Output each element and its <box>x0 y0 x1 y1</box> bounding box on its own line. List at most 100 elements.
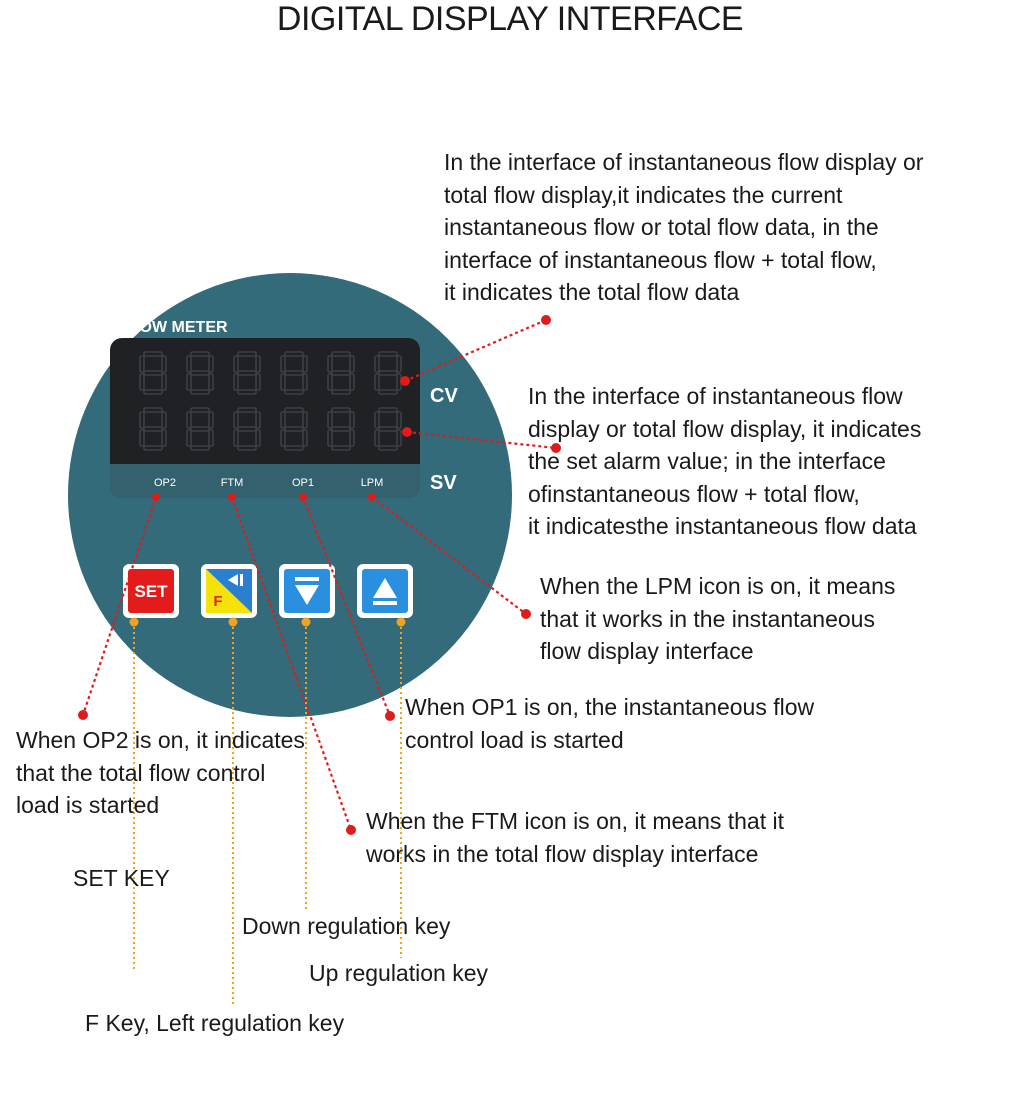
cv-leader-dot <box>400 376 410 386</box>
set-button[interactable]: SET <box>123 564 179 618</box>
down-bar-icon <box>295 577 319 581</box>
segment-g <box>143 370 163 376</box>
orange-leader-dots <box>129 617 406 627</box>
segment-c <box>208 373 214 391</box>
segment-c <box>349 429 355 447</box>
segment-a <box>190 351 210 357</box>
segment-b <box>396 355 402 373</box>
down-arrow-icon <box>295 585 319 605</box>
segment-g <box>237 426 257 432</box>
segment-f <box>327 411 333 429</box>
op2-leader-line <box>81 496 158 716</box>
indicator-op1: OP1 <box>292 477 314 489</box>
cv-digit-row <box>139 351 402 395</box>
segment-d <box>190 389 210 395</box>
up-button[interactable] <box>357 564 413 618</box>
segment-e <box>374 373 380 391</box>
up-key-dot <box>396 617 406 627</box>
red-leader-lines <box>81 318 557 831</box>
segment-e <box>186 429 192 447</box>
segment-a <box>190 407 210 413</box>
segment-e <box>233 373 239 391</box>
segment-a <box>237 407 257 413</box>
segment-f <box>374 355 380 373</box>
segment-c <box>302 429 308 447</box>
segment-b <box>255 411 261 429</box>
segment-c <box>302 373 308 391</box>
segment-f <box>327 355 333 373</box>
segment-e <box>139 429 145 447</box>
down-key-dot <box>301 617 311 627</box>
sv-row-label: SV <box>430 472 457 494</box>
segment-d <box>331 445 351 451</box>
segment-f <box>233 411 239 429</box>
segment-e <box>327 373 333 391</box>
indicator-op2: OP2 <box>154 477 176 489</box>
segment-d <box>143 445 163 451</box>
cv-digit-5 <box>327 351 355 395</box>
sv-digit-3 <box>233 407 261 451</box>
segment-a <box>331 407 351 413</box>
segment-a <box>378 407 398 413</box>
segment-c <box>255 429 261 447</box>
segment-c <box>161 373 167 391</box>
lpm-leader-dot <box>368 493 376 501</box>
segment-b <box>302 355 308 373</box>
segment-f <box>139 411 145 429</box>
cv-digit-3 <box>233 351 261 395</box>
segment-e <box>186 373 192 391</box>
segment-c <box>349 373 355 391</box>
segment-e <box>280 373 286 391</box>
segment-b <box>302 411 308 429</box>
sv-digit-4 <box>280 407 308 451</box>
segment-g <box>190 426 210 432</box>
cv-digit-1 <box>139 351 167 395</box>
cv-digit-4 <box>280 351 308 395</box>
op1-annotation: When OP1 is on, the instantaneous flow c… <box>405 694 815 753</box>
f-key-label: F <box>213 593 222 610</box>
f-left-button[interactable]: F <box>201 564 257 618</box>
segment-c <box>255 373 261 391</box>
segment-e <box>280 429 286 447</box>
page-title: DIGITAL DISPLAY INTERFACE <box>276 0 744 38</box>
cv-note-dot <box>541 315 551 325</box>
segment-d <box>378 445 398 451</box>
red-leader-dots <box>78 315 561 835</box>
segment-d <box>190 445 210 451</box>
lpm-leader-line <box>371 496 527 615</box>
set-key-annotation: SET KEY <box>73 865 170 891</box>
display-panel <box>110 338 420 498</box>
segment-g <box>143 426 163 432</box>
segment-e <box>327 429 333 447</box>
ftm-note-dot <box>346 825 356 835</box>
segment-e <box>233 429 239 447</box>
op1-leader-dot <box>299 493 307 501</box>
segment-f <box>280 355 286 373</box>
segment-b <box>349 411 355 429</box>
sv-leader-line <box>406 430 557 450</box>
sv-digit-row <box>139 407 402 451</box>
indicator-lpm: LPM <box>361 477 384 489</box>
segment-c <box>396 429 402 447</box>
segment-b <box>208 411 214 429</box>
sv-leader-dot <box>402 427 412 437</box>
op1-note-dot <box>385 711 395 721</box>
segment-a <box>143 351 163 357</box>
down-key-annotation: Down regulation key <box>242 913 451 939</box>
up-arrow-icon <box>373 578 397 598</box>
sv-digit-5 <box>327 407 355 451</box>
segment-g <box>378 370 398 376</box>
segment-f <box>233 355 239 373</box>
cv-row-label: CV <box>430 385 458 407</box>
down-button[interactable] <box>279 564 335 618</box>
ftm-leader-dot <box>228 493 236 501</box>
segment-d <box>284 389 304 395</box>
segment-e <box>139 373 145 391</box>
segment-b <box>208 355 214 373</box>
lpm-note-dot <box>521 609 531 619</box>
up-bar-icon <box>373 601 397 605</box>
cv-digit-2 <box>186 351 214 395</box>
set-key-dot <box>129 617 139 627</box>
segment-g <box>237 370 257 376</box>
